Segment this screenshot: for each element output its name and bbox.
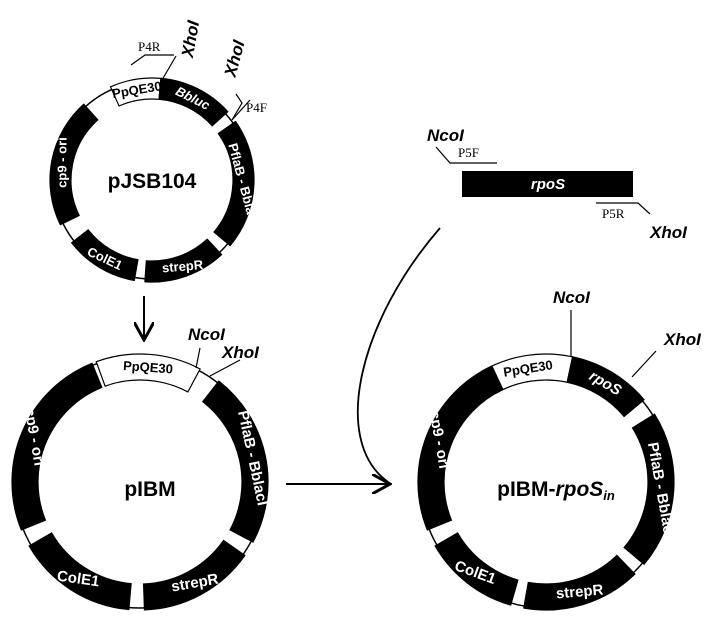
site-tick [161,55,177,81]
primer-arrow [231,93,243,121]
insert-bar [462,171,633,197]
segment-cole1 [28,532,132,611]
site-ncoi: NcoI [553,288,591,307]
segment-rpos [566,356,645,418]
site-xhoi-1: XhoI [178,18,204,60]
insert-rpos: rpoS NcoI XhoI P5F P5R [427,126,688,242]
plasmid-name-main: pIBM- [497,478,555,501]
plasmid-name-sub: in [603,488,615,503]
segment-cp9 [417,365,504,531]
segment-strep [142,539,246,611]
promoter-segment-label: PpQE30 [123,358,174,376]
insert-label: rpoS [531,176,565,193]
segment-strep [144,238,223,283]
segment-strep-label: strepR [161,257,204,276]
segment-strep [523,554,636,611]
site-tick [209,359,241,377]
primer-arrow [435,146,497,164]
plasmid-name: pJSB104 [108,170,197,193]
promoter-segment [95,353,201,393]
site-ncoi: NcoI [188,325,226,344]
segment-pflab [201,380,269,543]
plasmid-name-italic: rpoS [555,478,603,501]
primer-p5f: P5F [458,145,479,160]
arrow-curve [357,227,441,483]
site-xhoi: XhoI [221,343,260,362]
plasmid-name: pIBM [124,478,175,501]
site-tick [195,347,201,369]
site-xhoi: XhoI [649,223,688,242]
segment-cole1 [70,229,139,282]
site-xhoi-2: XhoI [220,37,248,80]
primer-p5r: P5R [602,206,625,221]
segment-bbluc [158,77,229,127]
plasmid-name: pIBM-rpoSin [497,478,615,503]
segment-pflab [213,120,255,247]
segment-strep-label: strepR [555,581,604,602]
segment-cp9 [11,362,103,531]
segment-pflab [623,413,675,566]
site-tick [231,99,251,121]
segment-cole1-label: ColE1 [56,568,100,591]
site-tick [631,350,657,378]
primer-arrow [596,202,651,215]
primer-p4f: P4F [246,100,267,115]
segment-cp9 [49,103,99,226]
segment-cole1 [434,532,519,606]
segment-cp9-label: cp9 - ori [55,137,70,188]
site-ncoi: NcoI [427,126,465,145]
site-xhoi: XhoI [663,330,702,349]
primer-arrow [130,54,174,66]
primer-p4r: P4R [138,39,161,54]
